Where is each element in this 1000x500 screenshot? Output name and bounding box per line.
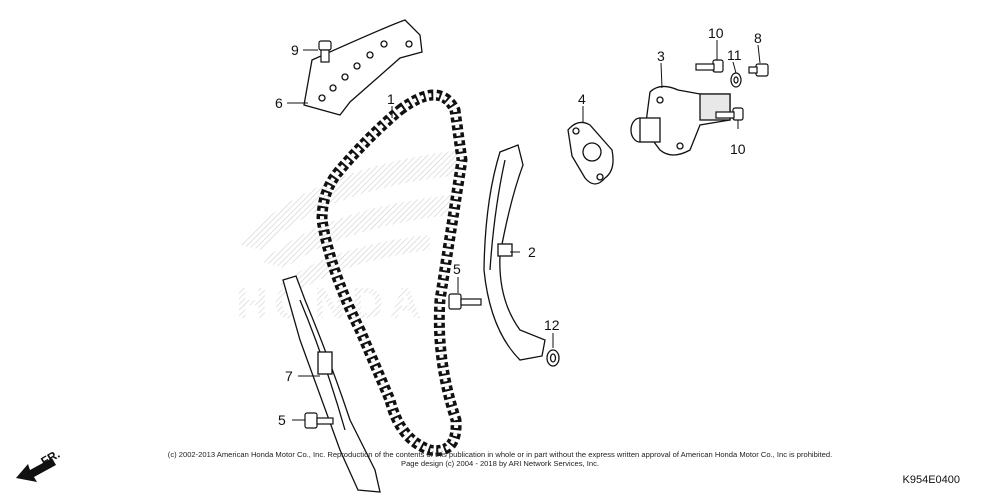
callout-10-upper: 10 (708, 25, 724, 41)
part-7-tensioner-arm[interactable] (282, 275, 381, 493)
callout-3: 3 (657, 48, 665, 64)
callout-8: 8 (754, 30, 762, 46)
part-6-plate[interactable] (303, 19, 423, 116)
part-8-bolt[interactable] (748, 63, 769, 77)
part-10-bolt-upper[interactable] (695, 59, 724, 73)
part-9-bolt[interactable] (318, 40, 332, 63)
part-1-cam-chain[interactable] (316, 89, 468, 457)
callout-10-lower: 10 (730, 141, 746, 157)
callout-2: 2 (528, 244, 536, 260)
part-2-guide[interactable] (483, 144, 546, 361)
callout-7: 7 (285, 368, 293, 384)
copyright-line-2: Page design (c) 2004 - 2018 by ARI Netwo… (401, 459, 599, 468)
part-3-tensioner-lifter[interactable] (630, 85, 731, 156)
callout-5-lower: 5 (278, 412, 286, 428)
part-10-bolt-lower[interactable] (715, 107, 744, 121)
callout-4: 4 (578, 91, 586, 107)
copyright-line-1: (c) 2002-2013 American Honda Motor Co., … (167, 450, 833, 459)
diagram-code: K954E0400 (902, 474, 961, 486)
callout-1: 1 (387, 91, 395, 107)
callout-12: 12 (544, 317, 560, 333)
callout-5-upper: 5 (453, 261, 461, 277)
part-12-washer[interactable] (546, 349, 560, 367)
leader-lines (287, 40, 761, 421)
part-4-gasket[interactable] (567, 121, 614, 185)
watermark-text: HONDA (236, 279, 427, 328)
front-arrow-icon: FR. (16, 447, 62, 482)
callout-11: 11 (727, 47, 742, 63)
part-5-bolt-upper[interactable] (448, 293, 482, 310)
callout-6: 6 (275, 95, 283, 111)
callout-9: 9 (291, 42, 299, 58)
part-11-washer[interactable] (730, 72, 742, 88)
honda-watermark: HONDA (236, 150, 460, 328)
